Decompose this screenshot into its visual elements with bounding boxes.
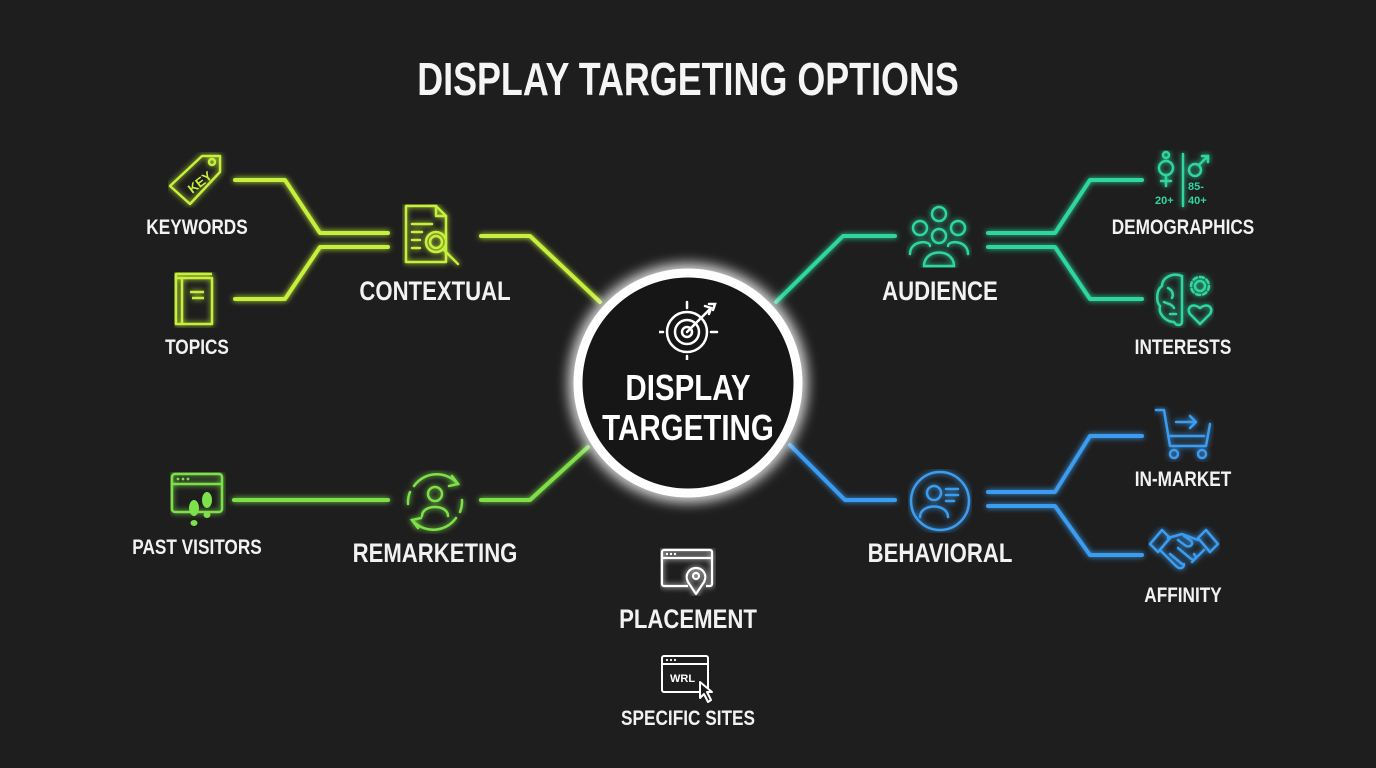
- browser-url-icon: WRL: [661, 655, 713, 703]
- page-title: DISPLAY TARGETING OPTIONS: [417, 53, 959, 105]
- demographics-age-right-top: 85-: [1188, 181, 1204, 193]
- node-demographics[interactable]: DEMOGRAPHICS: [1111, 216, 1255, 239]
- node-behavioral[interactable]: BEHAVIORAL: [867, 538, 1013, 568]
- center-title-line1: DISPLAY: [625, 367, 751, 408]
- node-interests[interactable]: INTERESTS: [1134, 336, 1232, 359]
- browser-location-icon: [660, 548, 714, 596]
- user-profile-icon: [909, 470, 971, 532]
- key-tag-icon: KEY: [168, 154, 222, 206]
- node-remarketing[interactable]: REMARKETING: [352, 538, 518, 568]
- node-specific-sites[interactable]: SPECIFIC SITES: [621, 707, 755, 730]
- node-placement[interactable]: PLACEMENT: [619, 604, 757, 634]
- browser-url-text: WRL: [670, 673, 695, 685]
- center-node[interactable]: DISPLAY TARGETING: [602, 368, 774, 448]
- brain-gear-heart-icon: [1156, 273, 1213, 327]
- node-contextual[interactable]: CONTEXTUAL: [359, 276, 511, 306]
- handshake-icon: [1148, 528, 1220, 570]
- document-search-icon: [404, 204, 460, 266]
- node-in-market[interactable]: IN-MARKET: [1134, 468, 1232, 491]
- node-keywords[interactable]: KEYWORDS: [146, 216, 248, 239]
- demographics-age-left: 20+: [1155, 195, 1174, 207]
- node-affinity[interactable]: AFFINITY: [1144, 584, 1222, 607]
- gender-age-icon: 20+ 85- 40+: [1155, 150, 1210, 208]
- node-past-visitors[interactable]: PAST VISITORS: [132, 536, 262, 559]
- demographics-age-right-bottom: 40+: [1188, 195, 1207, 207]
- shopping-cart-icon: [1154, 408, 1212, 460]
- user-cycle-icon: [406, 473, 464, 531]
- target-arrow-icon: [659, 300, 719, 360]
- people-group-icon: [908, 205, 970, 268]
- center-title-line2: TARGETING: [602, 407, 774, 448]
- browser-footprints-icon: [170, 472, 224, 526]
- book-icon: [174, 272, 214, 326]
- node-topics[interactable]: TOPICS: [165, 336, 229, 359]
- node-audience[interactable]: AUDIENCE: [882, 276, 998, 306]
